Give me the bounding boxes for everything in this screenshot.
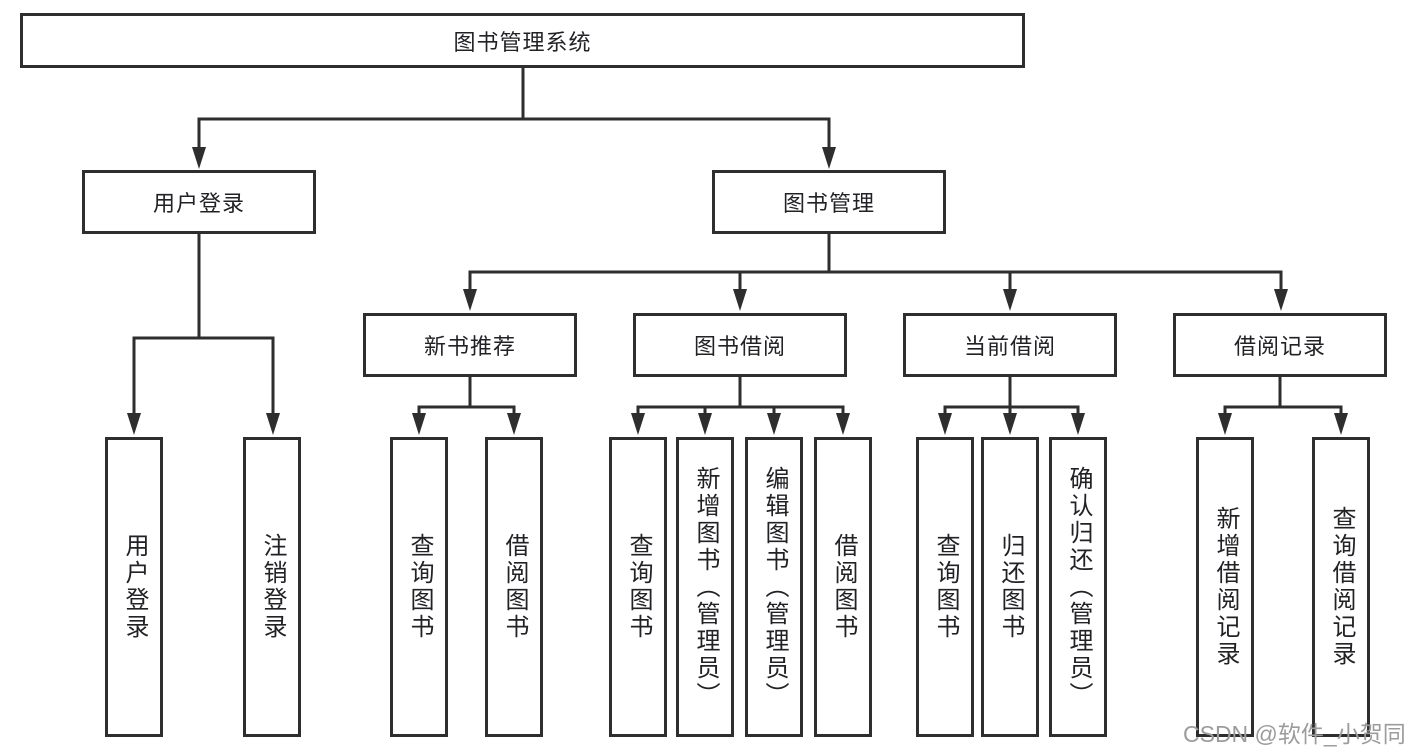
node-user-login: 用户登录 bbox=[82, 170, 316, 234]
leaf-return-books: 归还图书 bbox=[981, 437, 1039, 737]
leaf-query-books-recommend-label: 查询图书 bbox=[406, 533, 433, 641]
leaf-confirm-return-admin-label: 确认归还（管理员） bbox=[1065, 465, 1092, 709]
node-book-management: 图书管理 bbox=[712, 170, 946, 234]
leaf-borrow-books: 借阅图书 bbox=[814, 437, 872, 737]
leaf-query-books-current-label: 查询图书 bbox=[932, 533, 959, 641]
leaf-add-borrow-record: 新增借阅记录 bbox=[1196, 437, 1254, 737]
node-current-borrow-label: 当前借阅 bbox=[963, 334, 1056, 359]
leaf-confirm-return-admin: 确认归还（管理员） bbox=[1049, 437, 1107, 737]
leaf-edit-books-admin-label: 编辑图书（管理员） bbox=[761, 465, 788, 709]
leaf-edit-books-admin: 编辑图书（管理员） bbox=[745, 437, 803, 737]
node-new-book-recommend-label: 新书推荐 bbox=[423, 334, 516, 359]
leaf-query-books-current: 查询图书 bbox=[916, 437, 974, 737]
csdn-watermark: CSDN @软件_小贺同学 bbox=[1183, 721, 1405, 747]
leaf-borrow-books-label: 借阅图书 bbox=[830, 533, 857, 641]
arrowheads bbox=[127, 147, 1348, 435]
node-book-management-label: 图书管理 bbox=[782, 191, 875, 216]
node-new-book-recommend: 新书推荐 bbox=[363, 313, 577, 377]
node-borrow-records: 借阅记录 bbox=[1173, 313, 1387, 377]
leaf-query-borrow-record-label: 查询借阅记录 bbox=[1328, 506, 1355, 668]
leaf-add-books-admin-label: 新增图书（管理员） bbox=[692, 465, 719, 709]
leaf-user-login: 用户登录 bbox=[105, 437, 163, 737]
leaf-logout-label: 注销登录 bbox=[259, 533, 286, 641]
node-root-label: 图书管理系统 bbox=[453, 29, 592, 55]
leaf-query-books-recommend: 查询图书 bbox=[390, 437, 448, 737]
node-root: 图书管理系统 bbox=[20, 13, 1025, 68]
leaf-query-borrow-record: 查询借阅记录 bbox=[1312, 437, 1370, 737]
leaf-return-books-label: 归还图书 bbox=[997, 533, 1024, 641]
leaf-query-books-borrow-label: 查询图书 bbox=[625, 533, 652, 641]
leaf-logout: 注销登录 bbox=[243, 437, 301, 737]
node-book-borrow: 图书借阅 bbox=[633, 313, 847, 377]
node-book-borrow-label: 图书借阅 bbox=[693, 334, 786, 359]
leaf-query-books-borrow: 查询图书 bbox=[609, 437, 667, 737]
leaf-borrow-books-recommend-label: 借阅图书 bbox=[501, 533, 528, 641]
leaf-user-login-label: 用户登录 bbox=[121, 533, 148, 641]
leaf-add-borrow-record-label: 新增借阅记录 bbox=[1212, 506, 1239, 668]
node-current-borrow: 当前借阅 bbox=[903, 313, 1117, 377]
node-borrow-records-label: 借阅记录 bbox=[1233, 334, 1326, 359]
node-user-login-label: 用户登录 bbox=[152, 191, 245, 216]
leaf-borrow-books-recommend: 借阅图书 bbox=[485, 437, 543, 737]
leaf-add-books-admin: 新增图书（管理员） bbox=[676, 437, 734, 737]
